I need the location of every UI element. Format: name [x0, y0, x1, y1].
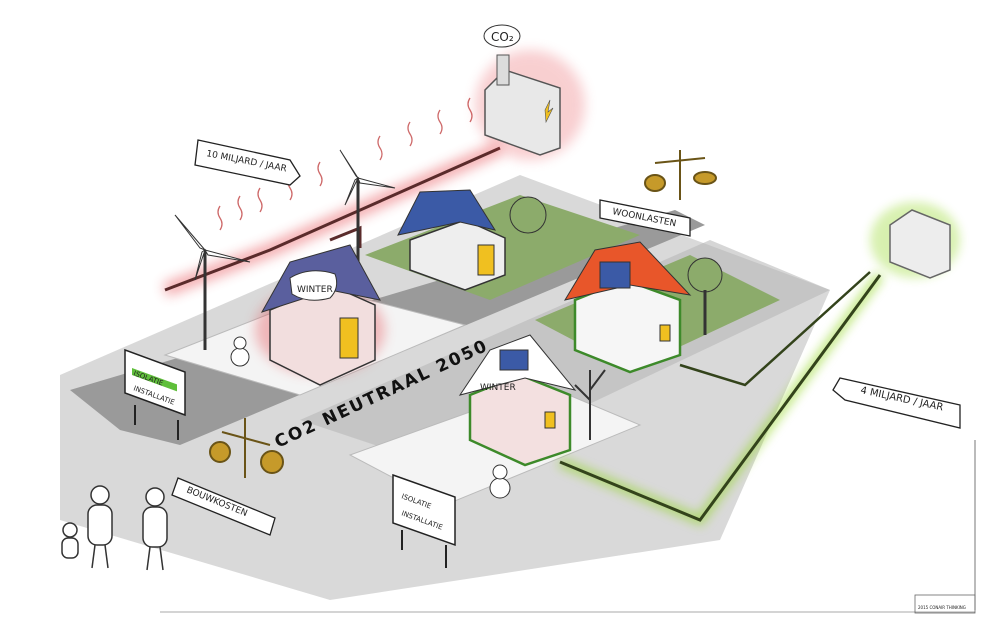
power-plant-coal — [475, 50, 585, 160]
signature-box — [915, 595, 975, 613]
cost-tag-high: 10 MILJARD / JAAR — [195, 140, 300, 185]
winter-label-left: WINTER — [297, 285, 333, 295]
emission-path-2 — [330, 228, 360, 248]
co2-cloud: CO₂ — [484, 25, 520, 47]
scale-top — [645, 150, 716, 200]
co2-label: CO₂ — [491, 30, 514, 44]
winter-label-right: WINTER — [480, 383, 516, 393]
power-plant-green — [870, 202, 960, 278]
snowman-right — [490, 465, 510, 498]
cost-tag-low: 4 MILJARD / JAAR — [833, 378, 960, 428]
signature-text: 2015 CONAIR THINKING — [918, 605, 966, 610]
